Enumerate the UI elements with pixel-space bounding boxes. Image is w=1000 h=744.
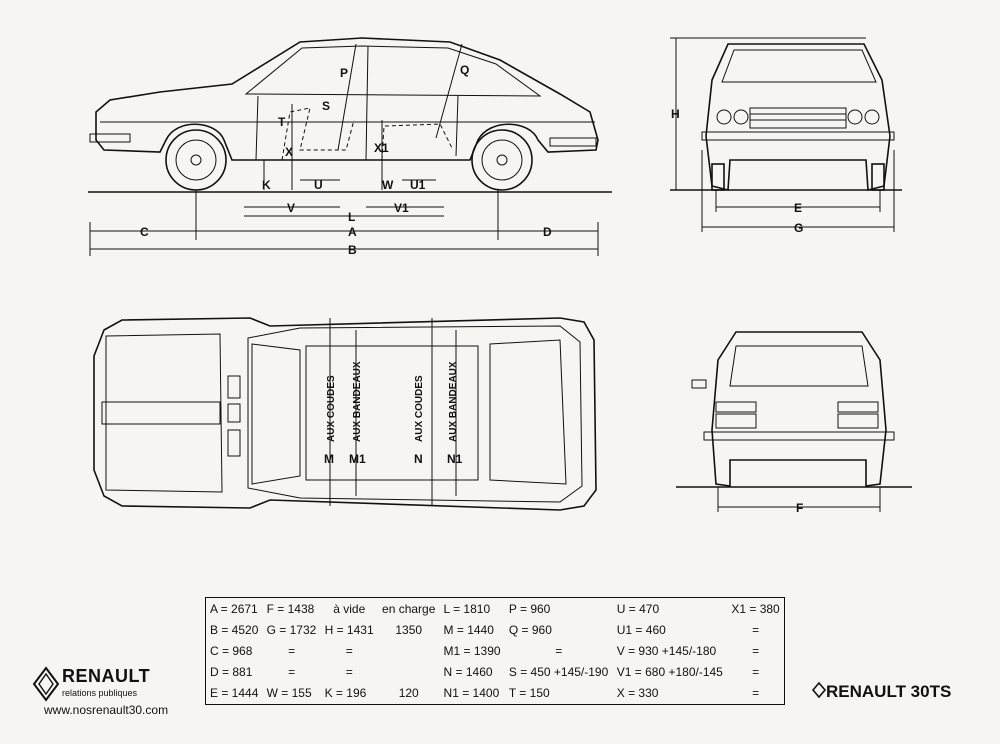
table-row: C = 968 = = M1 = 1390 = V = 930 +145/-18…	[206, 640, 785, 661]
label-U1: U1	[410, 178, 426, 192]
spec-cell: U = 470	[616, 601, 660, 616]
website-link[interactable]: www.nosrenault30.com	[44, 703, 169, 717]
spec-cell: E = 1444	[210, 686, 259, 701]
spec-cell: =	[345, 665, 353, 680]
label-G: G	[794, 221, 803, 235]
label-H: H	[671, 107, 680, 121]
dimension-spec-table: A = 2671 F = 1438 à vide en charge L = 1…	[205, 597, 785, 705]
label-aux-bandeaux-2: AUX BANDEAUX	[448, 361, 459, 442]
label-U: U	[314, 178, 323, 192]
spec-cell: =	[752, 622, 760, 637]
label-K: K	[262, 178, 271, 192]
label-F: F	[796, 501, 803, 515]
label-T: T	[278, 115, 286, 129]
spec-cell: =	[555, 643, 563, 658]
label-V: V	[287, 201, 295, 215]
spec-cell: V = 930 +145/-180	[616, 643, 717, 658]
spec-cell: C = 968	[210, 643, 253, 658]
brand-subtitle: relations publiques	[62, 688, 138, 698]
table-row: A = 2671 F = 1438 à vide en charge L = 1…	[206, 598, 785, 620]
spec-cell: U1 = 460	[616, 622, 666, 637]
spec-cell: X1 = 380	[731, 601, 780, 616]
spec-cell: M = 1440	[443, 622, 494, 637]
spec-cell: =	[345, 643, 353, 658]
rear-view: F	[676, 331, 912, 515]
spec-cell: =	[288, 665, 296, 680]
spec-cell: X = 330	[616, 686, 659, 701]
label-aux-bandeaux-1: AUX BANDEAUX	[352, 361, 363, 442]
label-aux-coudes-1: AUX COUDES	[326, 375, 337, 442]
spec-cell: =	[752, 686, 760, 701]
side-view: P Q S T X X1 K U W U1 V V1 L C A D B	[88, 37, 612, 257]
spec-cell: =	[752, 665, 760, 680]
spec-cell: =	[288, 643, 296, 658]
top-view: AUX COUDES AUX BANDEAUX AUX COUDES AUX B…	[93, 317, 597, 511]
spec-cell: M1 = 1390	[443, 643, 501, 658]
spec-cell: S = 450 +145/-190	[508, 665, 609, 680]
table-row: E = 1444 W = 155 K = 196 120 N1 = 1400 T…	[206, 683, 785, 705]
label-M: M	[324, 452, 334, 466]
spec-cell: 1350	[395, 622, 423, 637]
renault-logo-icon	[32, 666, 60, 702]
spec-cell: K = 196	[324, 686, 367, 701]
label-C: C	[140, 225, 149, 239]
label-S: S	[322, 99, 330, 113]
label-Q: Q	[460, 63, 469, 77]
table-row: D = 881 = = N = 1460 S = 450 +145/-190 V…	[206, 662, 785, 683]
label-B: B	[348, 243, 357, 257]
label-D: D	[543, 225, 552, 239]
spec-cell: N1 = 1400	[443, 686, 500, 701]
label-aux-coudes-2: AUX COUDES	[414, 375, 425, 442]
spec-cell: à vide	[333, 601, 366, 616]
spec-cell: L = 1810	[443, 601, 491, 616]
label-P: P	[340, 66, 348, 80]
label-X1: X1	[374, 141, 389, 155]
spec-cell: F = 1438	[266, 601, 315, 616]
label-X: X	[285, 145, 293, 159]
spec-cell: A = 2671	[210, 601, 258, 616]
label-V1: V1	[394, 201, 409, 215]
spec-cell	[378, 662, 440, 683]
spec-cell: G = 1732	[266, 622, 317, 637]
spec-cell: T = 150	[508, 686, 550, 701]
spec-cell: D = 881	[210, 665, 253, 680]
label-N: N	[414, 452, 423, 466]
renault-model-logo-icon	[811, 681, 827, 699]
spec-cell: B = 4520	[210, 622, 259, 637]
spec-cell: 120	[398, 686, 419, 701]
spec-cell: en charge	[382, 601, 436, 616]
spec-cell: P = 960	[508, 601, 551, 616]
spec-cell: =	[752, 643, 760, 658]
spec-cell: N = 1460	[443, 665, 493, 680]
table-row: B = 4520 G = 1732 H = 1431 1350 M = 1440…	[206, 619, 785, 640]
spec-cell	[378, 640, 440, 661]
model-name: RENAULT 30TS	[826, 682, 952, 701]
label-W: W	[382, 178, 394, 192]
front-view: H E G	[670, 37, 902, 235]
spec-cell: V1 = 680 +180/-145	[616, 665, 723, 680]
spec-cell: H = 1431	[324, 622, 374, 637]
label-M1: M1	[349, 452, 366, 466]
spec-cell: Q = 960	[508, 622, 552, 637]
spec-cell: W = 155	[266, 686, 312, 701]
brand-name: RENAULT	[62, 666, 151, 686]
label-N1: N1	[447, 452, 463, 466]
label-E: E	[794, 201, 802, 215]
label-A: A	[348, 225, 357, 239]
label-L: L	[348, 210, 355, 224]
